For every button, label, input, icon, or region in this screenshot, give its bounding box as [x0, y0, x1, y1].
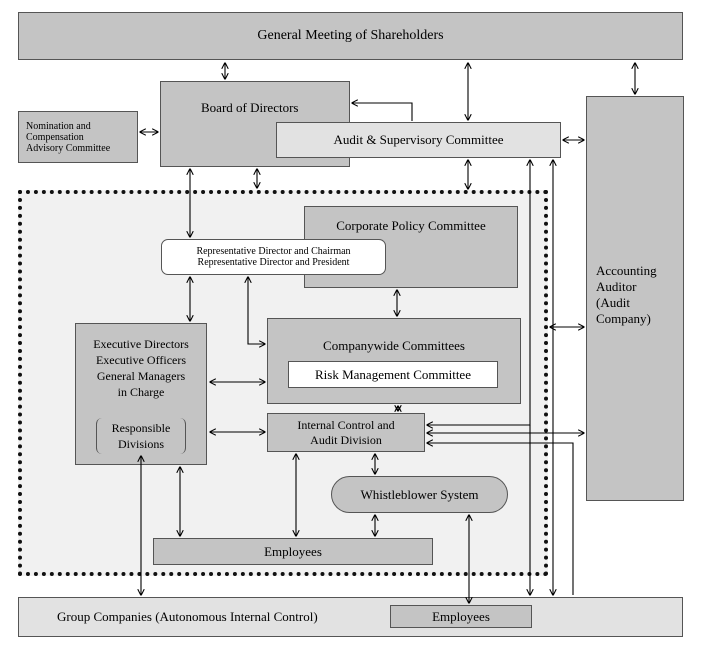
- responsible-divisions-label: Responsible Divisions: [96, 418, 186, 454]
- arrow-group-internal-control: [427, 443, 574, 595]
- arrow-audit-internal-control: [427, 160, 530, 425]
- employees-box: Employees: [153, 538, 433, 565]
- nomination-line-2: Compensation: [26, 131, 84, 143]
- internal-control-audit-division-box: Internal Control and Audit Division: [267, 413, 425, 452]
- whistleblower-system-box: Whistleblower System: [331, 476, 508, 513]
- executive-line-4: in Charge: [117, 385, 165, 399]
- responsible-divisions-line-2: Divisions: [117, 437, 164, 451]
- nomination-line-3: Advisory Committee: [26, 142, 111, 154]
- accounting-auditor-box: Accounting Auditor (Audit Company): [586, 96, 684, 501]
- group-employees-box: Employees: [390, 605, 532, 628]
- representative-director-chairman: Representative Director and Chairman: [196, 246, 351, 257]
- executive-line-3: General Managers: [96, 369, 186, 383]
- group-employees-label: Employees: [432, 608, 490, 624]
- executive-line-1: Executive Directors: [93, 337, 189, 351]
- general-meeting-label: General Meeting of Shareholders: [257, 28, 444, 43]
- group-companies-label: Group Companies (Autonomous Internal Con…: [57, 609, 318, 624]
- internal-control-line-2: Audit Division: [310, 432, 382, 447]
- audit-supervisory-committee-label: Audit & Supervisory Committee: [333, 132, 504, 147]
- executive-line-2: Executive Officers: [95, 353, 187, 367]
- accounting-auditor-line-2: Auditor: [596, 279, 637, 294]
- audit-supervisory-committee-box: Audit & Supervisory Committee: [276, 122, 561, 158]
- arrow-representative-committees: [248, 277, 265, 344]
- general-meeting-box: General Meeting of Shareholders: [18, 12, 683, 60]
- nomination-line-1: Nomination and: [26, 120, 91, 132]
- accounting-auditor-line-4: Company): [596, 311, 651, 326]
- internal-control-line-1: Internal Control and: [297, 417, 395, 432]
- arrow-audit-to-board: [352, 103, 413, 121]
- employees-label: Employees: [264, 543, 322, 559]
- nomination-committee-box: Nomination and Compensation Advisory Com…: [18, 111, 138, 163]
- responsible-divisions-line-1: Responsible: [111, 421, 171, 435]
- accounting-auditor-line-3: (Audit: [596, 295, 630, 310]
- representative-director-president: Representative Director and President: [197, 257, 350, 268]
- representative-directors-box: Representative Director and Chairman Rep…: [161, 239, 386, 275]
- whistleblower-system-label: Whistleblower System: [360, 486, 479, 502]
- board-of-directors-label: Board of Directors: [201, 100, 299, 115]
- accounting-auditor-line-1: Accounting: [596, 263, 657, 278]
- group-companies-box: Group Companies (Autonomous Internal Con…: [18, 597, 683, 637]
